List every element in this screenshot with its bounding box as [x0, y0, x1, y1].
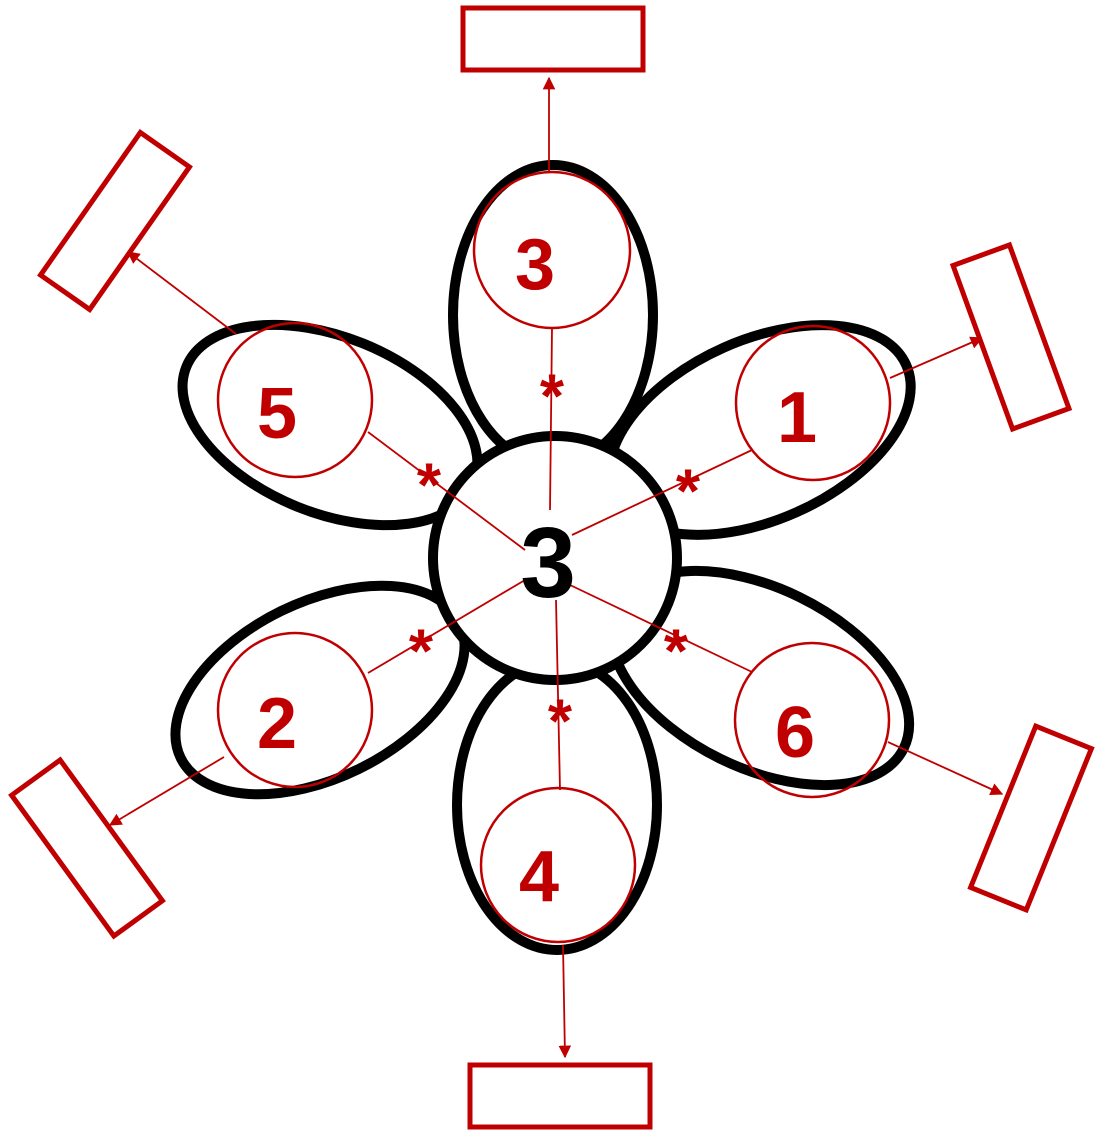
arrow-lower-left: [110, 757, 224, 825]
answer-box-lower-left[interactable]: [12, 760, 163, 936]
petal-number-bottom: 4: [519, 837, 559, 917]
operator-lower-right: *: [664, 618, 689, 687]
petal-number-upper-right: 1: [777, 378, 817, 458]
petal-number-top: 3: [515, 225, 555, 305]
arrow-upper-left: [128, 252, 236, 334]
answer-box-lower-right[interactable]: [971, 726, 1092, 910]
petal-number-lower-right: 6: [775, 693, 815, 773]
operator-lower-left: *: [409, 618, 434, 687]
petal-number-upper-left: 5: [257, 374, 297, 454]
center-number: 3: [520, 507, 576, 619]
answer-box-upper-left[interactable]: [41, 133, 190, 310]
arrow-lower-right: [888, 742, 1002, 794]
answer-box-upper-right[interactable]: [953, 245, 1069, 429]
operator-bottom: *: [548, 688, 573, 757]
operator-top: *: [540, 363, 565, 432]
petal-number-lower-left: 2: [257, 684, 297, 764]
operator-upper-right: *: [676, 458, 701, 527]
operator-upper-left: *: [417, 452, 442, 521]
answer-box-top[interactable]: [463, 8, 643, 70]
arrow-bottom: [563, 945, 565, 1057]
answer-box-bottom[interactable]: [470, 1065, 650, 1127]
